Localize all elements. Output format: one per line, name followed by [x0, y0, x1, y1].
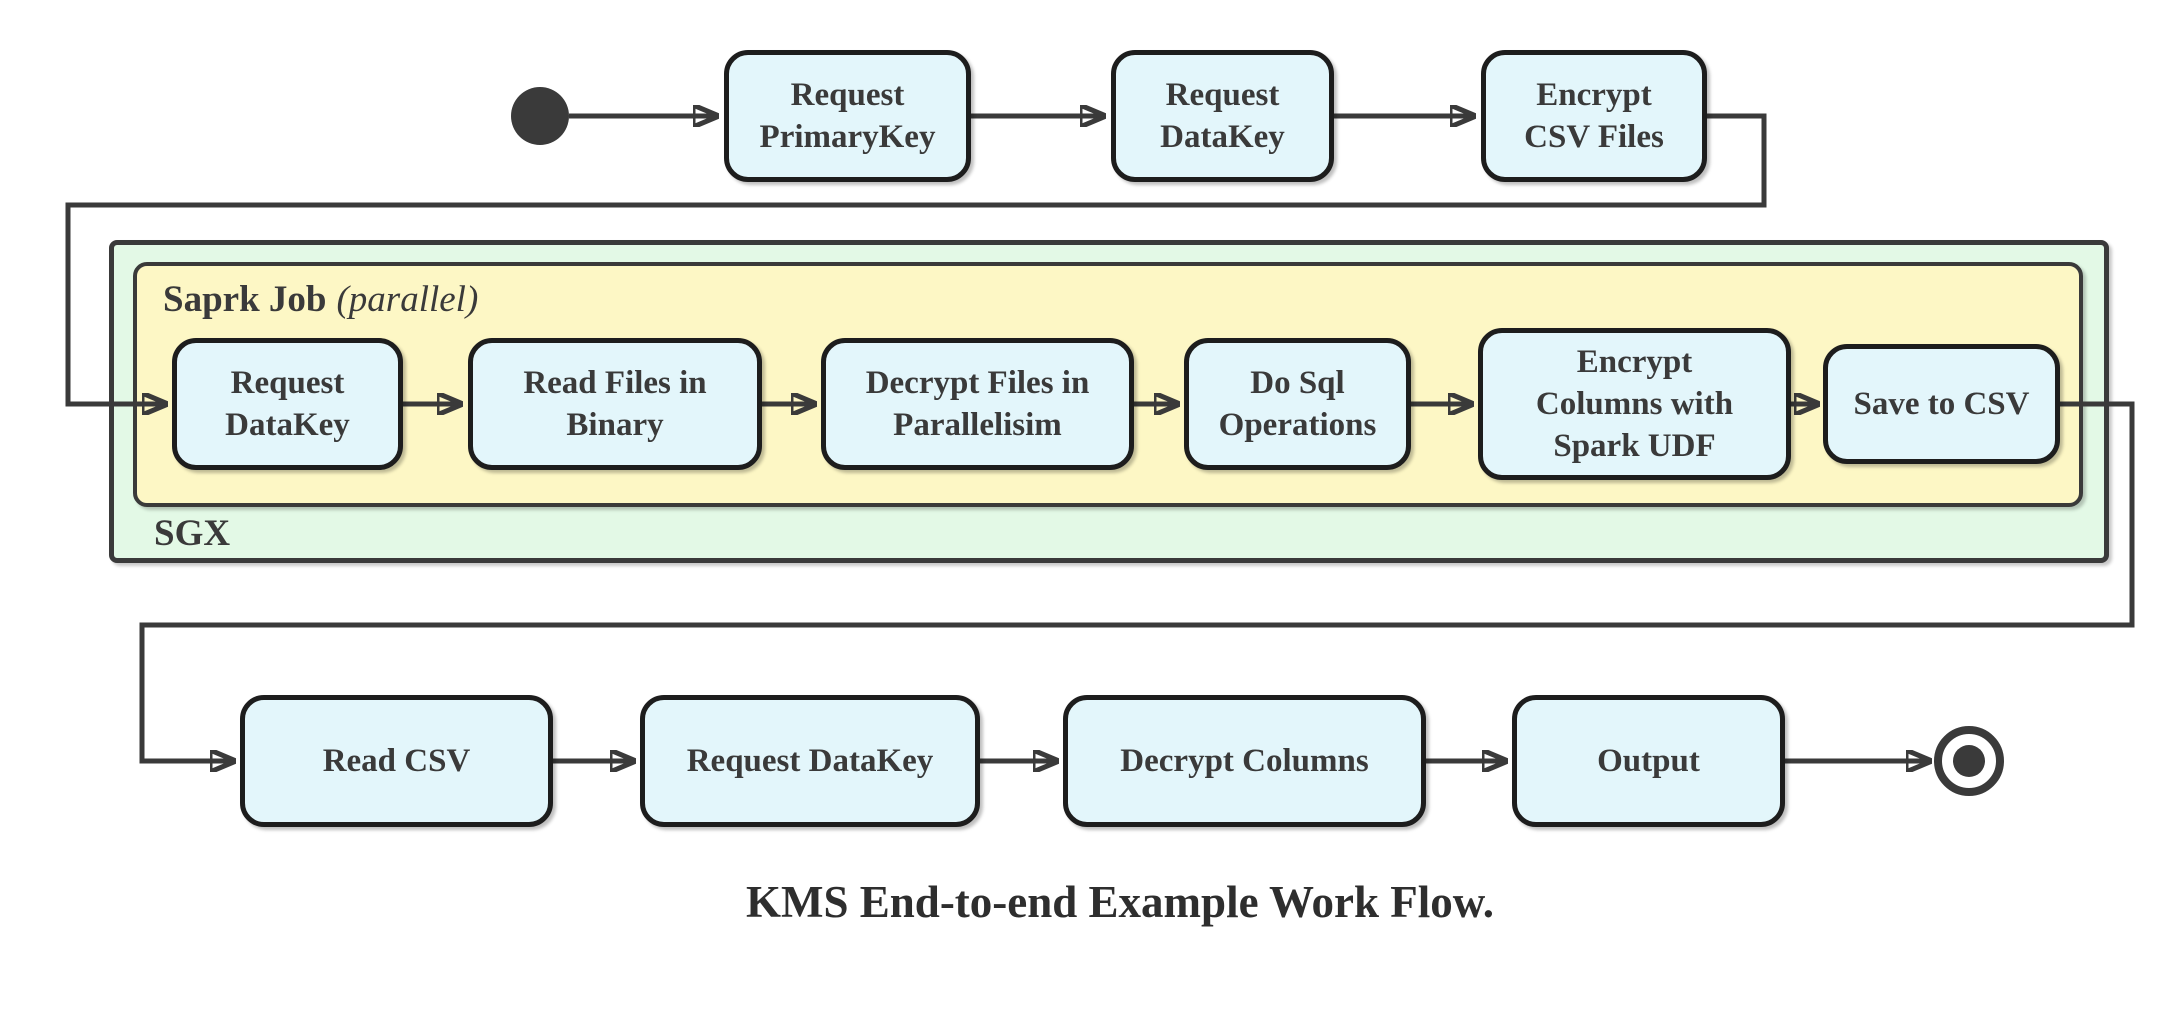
node-do-sql-operations: Do Sql Operations [1184, 338, 1411, 470]
node-decrypt-columns: Decrypt Columns [1063, 695, 1426, 827]
edge-encrypt-csv-files-to-sgx-request-datakey [65, 113, 1767, 404]
node-encrypt-columns-with-spark-udf: Encrypt Columns with Spark UDF [1478, 328, 1791, 480]
edge-save-csv-to-read-csv [139, 401, 2135, 761]
initial-state-node [511, 87, 569, 145]
diagram-caption: KMS End-to-end Example Work Flow. [745, 877, 1495, 927]
node-request-primarykey: Request PrimaryKey [724, 50, 971, 182]
node-request-datakey: Request DataKey [1111, 50, 1334, 182]
node-read-csv: Read CSV [240, 695, 553, 827]
spark-job-title: Saprk Job [163, 279, 327, 320]
node-decrypt-files-in-parallelisim: Decrypt Files in Parallelisim [821, 338, 1134, 470]
final-state-node [1934, 726, 2004, 796]
final-state-dot [1953, 745, 1985, 777]
node-sgx-request-datakey: Request DataKey [172, 338, 403, 470]
node-save-to-csv: Save to CSV [1823, 344, 2060, 464]
node-encrypt-csv-files: Encrypt CSV Files [1481, 50, 1707, 182]
spark-job-parallel-annotation: (parallel) [336, 279, 479, 320]
sgx-label: SGX [154, 513, 231, 554]
node-request-datakey-2: Request DataKey [640, 695, 980, 827]
node-output: Output [1512, 695, 1785, 827]
node-read-files-in-binary: Read Files in Binary [468, 338, 762, 470]
spark-job-label: Saprk Job(parallel) [163, 278, 478, 321]
